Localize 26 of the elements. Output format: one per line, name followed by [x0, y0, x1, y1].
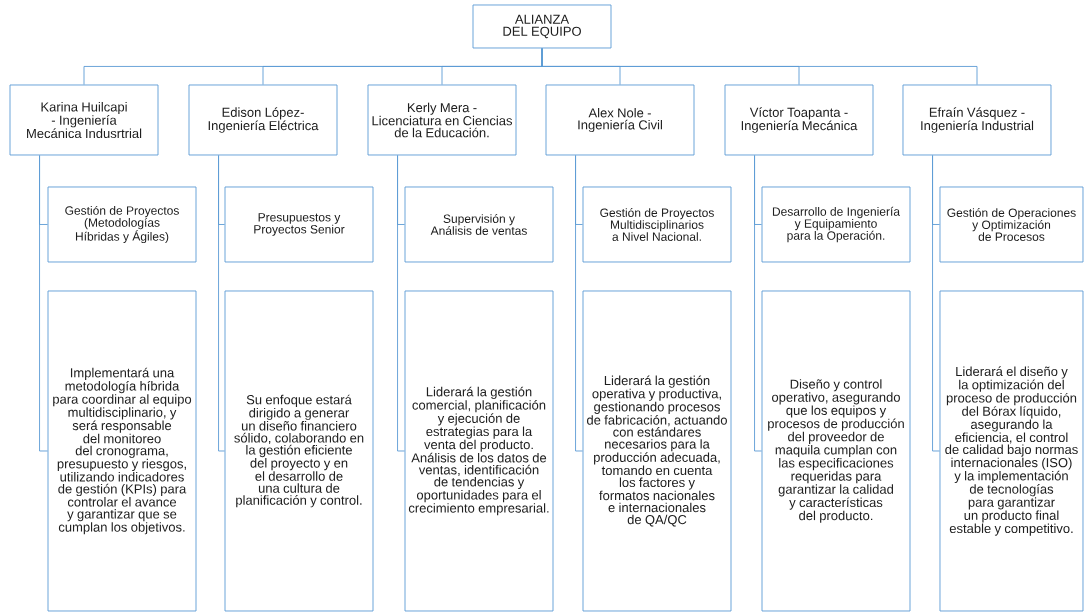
connector-line [575, 155, 583, 452]
connector-line [754, 155, 762, 452]
member-box: Efraín Vásquez - Ingeniería Industrial [902, 84, 1052, 156]
member-box: Karina Huilcapi - Ingeniería Mecánica Indusrtrial [9, 84, 159, 156]
role-box: Presupuestos y Proyectos Senior [224, 186, 374, 263]
member-box: Kerly Mera - Licenciatura en Ciencias de la Educación. [367, 84, 517, 156]
connector-line [541, 48, 978, 85]
member-box: Alex Nole - Ingeniería Civil [545, 84, 695, 156]
team-box: ALIANZA DEL EQUIPO [472, 4, 612, 49]
connector-line [39, 155, 48, 452]
description-box: Su enfoque estará dirigido a generar un diseño financiero sólido, colaborando en la gestión eficiente del proyecto y en el desarrollo de una cultura de planificación y control. [224, 290, 374, 612]
connector-line [218, 155, 225, 452]
description-box: Liderará el diseño y la optimización del proceso de producción del Bórax líquido, asegurando la eficiencia, el control de calidad bajo normas internacionales (ISO) y la implementación de tecnologías para garantizar un producto final estable y competitivo. [939, 290, 1084, 612]
role-box: Gestión de Proyectos Multidisciplinarios a Nivel Nacional. [582, 186, 732, 263]
connector-line [932, 155, 940, 452]
description-box: Liderará la gestión comercial, planificación y ejecución de estrategias para la venta del producto. Análisis de los datos de ventas, identificación de tendencias y oportunidades para el crecimiento empresarial. [404, 290, 554, 612]
role-box: Gestión de Operaciones y Optimización de Procesos [939, 186, 1084, 263]
role-box: Supervisión y Análisis de ventas [404, 186, 554, 263]
description-box: Diseño y control operativo, asegurando que los equipos y procesos de producción del proveedor de maquila cumplan con las especificaciones requeridas para garantizar la calidad y características del producto. [761, 290, 911, 612]
role-box: Gestión de Proyectos (Metodologías Híbridas y Ágiles) [47, 186, 197, 263]
description-box: Liderará la gestión operativa y productiva, gestionando procesos de fabricación, actuando con estándares necesarios para la producción adecuada, tomando en cuenta los factores y formatos nacionales e internacionales de QA/QC [582, 290, 732, 612]
member-box: Edison López- Ingeniería Eléctrica [188, 84, 338, 156]
member-box: Víctor Toapanta - Ingeniería Mecánica [724, 84, 874, 156]
connector-line [397, 155, 405, 452]
description-box: Implementará una metodología híbrida para coordinar al equipo multidisciplinario, y será responsable del monitoreo del cronograma, presupuesto y riesgos, utilizando indicadores de gestión (KPIs) para controlar el avance y garantizar que se cumplan los objetivos. [47, 290, 197, 612]
role-box: Desarrollo de Ingeniería y Equipamiento para la Operación. [761, 186, 911, 263]
